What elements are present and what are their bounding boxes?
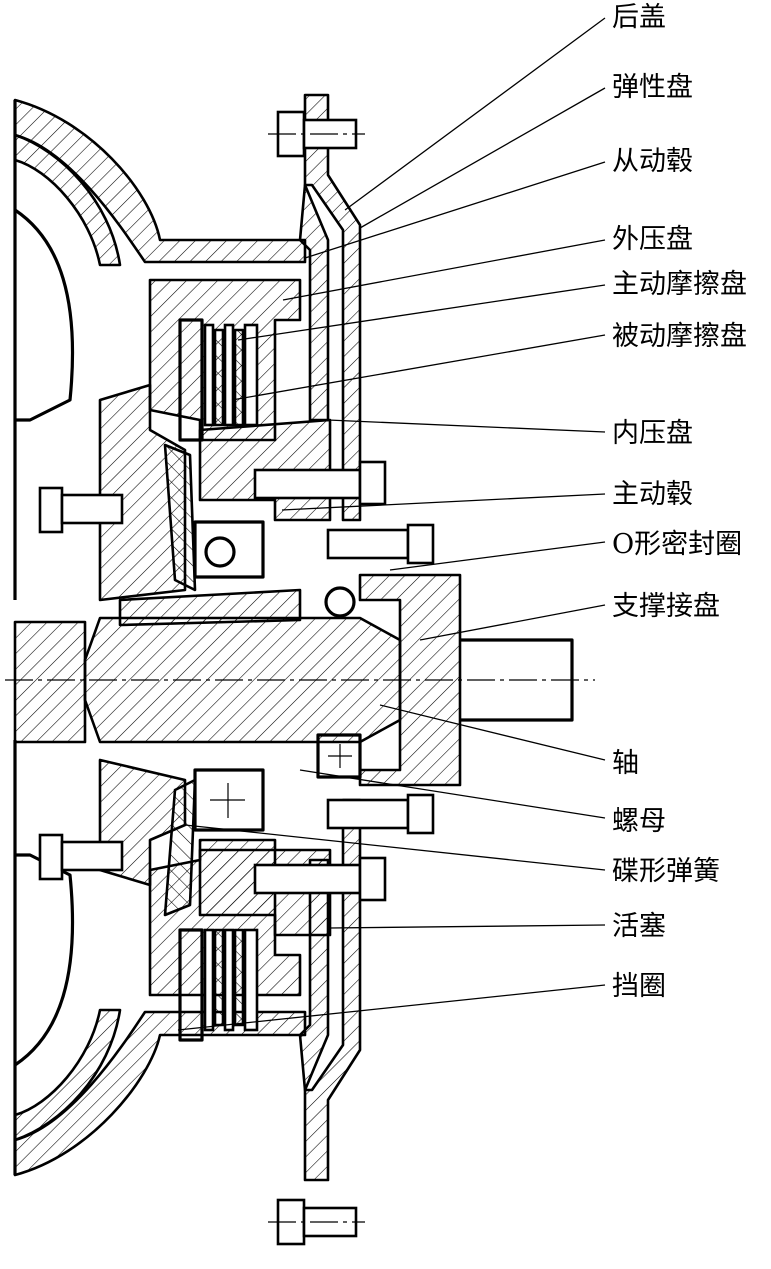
label-driving-hub: 主动毂 <box>612 479 693 510</box>
label-driving-friction-disc: 主动摩擦盘 <box>612 269 747 300</box>
label-shaft: 轴 <box>612 748 639 779</box>
bottom-bolt <box>268 1198 365 1246</box>
top-bolt <box>268 110 365 158</box>
flywheel-housing <box>13 98 307 1177</box>
part-labels: 后盖 弹性盘 从动毂 外压盘 主动摩擦盘 被动摩擦盘 内压盘 主动毂 O形密封圈… <box>612 2 747 1002</box>
label-retaining-ring: 挡圈 <box>612 971 666 1002</box>
label-disc-spring: 碟形弹簧 <box>612 856 720 887</box>
friction-disc-pack-bottom <box>178 928 259 1042</box>
label-piston: 活塞 <box>612 911 666 942</box>
disc-springs <box>163 443 197 917</box>
nut <box>316 733 362 779</box>
label-inner-pressure-plate: 内压盘 <box>612 418 693 449</box>
mid-bolts <box>38 460 435 902</box>
label-driven-friction-disc: 被动摩擦盘 <box>612 321 747 352</box>
label-support-disc: 支撑接盘 <box>612 591 720 622</box>
label-nut: 螺母 <box>612 806 666 837</box>
label-outer-pressure-plate: 外压盘 <box>612 224 693 255</box>
friction-disc-pack-top <box>178 318 259 442</box>
label-elastic-disc: 弹性盘 <box>612 72 693 103</box>
shaft <box>5 616 595 744</box>
label-driven-hub: 从动毂 <box>612 146 693 177</box>
leader-lines <box>177 17 606 1031</box>
label-rear-cover: 后盖 <box>612 2 666 33</box>
label-o-ring: O形密封圈 <box>612 529 742 560</box>
